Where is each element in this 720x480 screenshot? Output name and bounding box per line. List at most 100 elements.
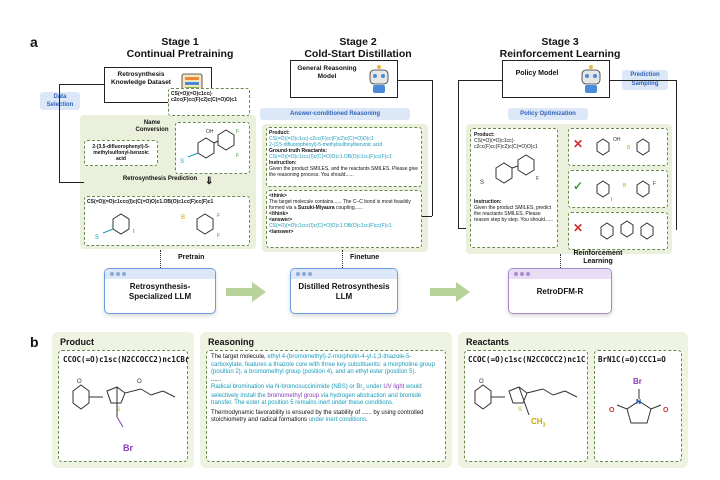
- nbs-molecule-icon: [616, 389, 662, 424]
- svg-text:F: F: [653, 181, 656, 187]
- svg-text:OH: OH: [206, 129, 214, 135]
- product-panel: Product CCOC(=O)c1sc(N2CCOCC2)nc1CBr O S…: [52, 332, 194, 468]
- svg-text:B: B: [627, 145, 631, 151]
- svg-text:S: S: [480, 180, 484, 186]
- svg-text:F: F: [217, 213, 220, 219]
- iupac-name: 2-(3,5-difluorophenyl)-5-methylsulfonyl-…: [92, 144, 150, 162]
- stage1-reactants-box: CS(=O)(=O)c1ccc(I)c(C(=O)O)c1.OB(O)c1cc(…: [84, 196, 250, 246]
- reasoning-text-2: ethyl 4-(bromomethyl)-2-morpholin-4-yl-1…: [211, 354, 435, 375]
- answer-conditioned-tag: Answer-conditioned Reasoning: [260, 108, 410, 120]
- iupac-box: 2-(3,5-difluorophenyl)-5-methylsulfonyl-…: [84, 140, 158, 166]
- svg-text:S: S: [180, 159, 184, 165]
- s2-product-name: 2-(3,5-difluorophenyl)-5-methylsulfonylb…: [269, 142, 383, 148]
- reasoning-panel: Reasoning The target molecule, ethyl 4-(…: [200, 332, 452, 468]
- product-molecule-icon: O S O: [72, 379, 176, 428]
- s3-instruction: Given the product SMILES, predict the re…: [474, 205, 554, 223]
- think-close: </think>: [269, 211, 289, 217]
- svg-text:S: S: [95, 235, 99, 241]
- s3-product-molecule-icon: S F: [480, 154, 539, 186]
- stage3-llm-label: RetroDFM-R: [536, 287, 584, 296]
- reasoning-text-6: Thermodynamic favorability is ensured by…: [211, 409, 424, 424]
- reasoning-text-4b: under: [366, 384, 382, 390]
- bromine-label: Br: [123, 443, 134, 453]
- svg-text:F: F: [536, 176, 539, 182]
- candidate-2: ✓ I B F: [568, 170, 668, 208]
- oxygen-label-left: O: [609, 407, 615, 414]
- stage2-response-box: <think> The target molecule contains....…: [266, 190, 422, 248]
- s2-instruction: Given the product SMILES, and the reacta…: [269, 166, 418, 178]
- reasoning-text-1: The target molecule,: [211, 354, 266, 360]
- reactant2-smiles: BrN1C(=O)CCC1=O: [598, 355, 666, 364]
- product-title: Product: [60, 337, 95, 347]
- reasoning-title: Reasoning: [208, 337, 255, 347]
- svg-text:I: I: [611, 197, 612, 203]
- dataset-label: Retrosynthesis Knowledge Dataset: [111, 71, 171, 86]
- stage-transition-arrow-1: [226, 280, 266, 304]
- candidate-1: ✕ OH B: [568, 128, 668, 166]
- stage1-smiles-top-box: CS(=O)(=O)c1cc(-c2cc(F)cc(F)c2)c(C(=O)O)…: [168, 88, 250, 116]
- knowledge-dataset-box: Retrosynthesis Knowledge Dataset: [104, 67, 212, 103]
- reactant1-molecule-icon: O S: [474, 379, 578, 416]
- nitrogen-label: N: [636, 399, 642, 406]
- data-selection-tag: Data Selection: [40, 92, 80, 110]
- reasoning-ellipsis: ......: [211, 376, 222, 383]
- s2-gt-label: Ground-truth Reactants:: [269, 148, 328, 154]
- reactant2-bromine: Br: [633, 377, 642, 386]
- check-icon: ✓: [573, 179, 584, 193]
- reactants-title: Reactants: [466, 337, 510, 347]
- robot-icon: [577, 64, 605, 99]
- rl-arrow: [560, 254, 561, 268]
- svg-text:B: B: [181, 215, 185, 221]
- panel-a-label: a: [30, 34, 38, 50]
- svg-text:F: F: [236, 153, 239, 159]
- stage1-llm-label: Retrosynthesis-Specialized LLM: [128, 282, 192, 301]
- s3-product-label: Product:: [474, 132, 495, 138]
- down-arrow-icon: ⇓: [205, 176, 214, 187]
- robot-icon: [365, 64, 393, 99]
- product-molecule-icon: S F F OH: [180, 129, 239, 165]
- reasoning-text-5c: via hydrogen abstraction and bromide tra…: [211, 392, 422, 407]
- cross-icon: ✕: [573, 137, 584, 151]
- svg-text:OH: OH: [613, 137, 621, 143]
- name-conversion-label: Name Conversion: [135, 120, 169, 133]
- oxygen-label-right: O: [663, 407, 669, 414]
- finetune-label: Finetune: [350, 254, 380, 261]
- stage1-llm-box: Retrosynthesis-Specialized LLM: [104, 268, 216, 314]
- cross-icon: ✕: [573, 221, 584, 235]
- reactants-molecule-icon: S I B F F: [95, 213, 220, 241]
- svg-text:O: O: [77, 379, 82, 385]
- policy-model-label: Policy Model: [515, 70, 559, 77]
- answer-open: <answer>: [269, 217, 293, 223]
- stage3-prompt-box: Product: CS(=O)(=O)c1cc(-c2cc(F)cc(F)c2)…: [470, 128, 558, 248]
- stage2-llm-box: Distilled Retrosynthesis LLM: [290, 268, 398, 314]
- pretrain-arrow: [160, 250, 161, 268]
- retro-prediction-label: Retrosynthesis Prediction: [122, 176, 198, 182]
- reactant1-smiles: CCOC(=O)c1sc(N2CCOCC2)nc1C: [468, 355, 586, 364]
- policy-optimization-tag: Policy Optimization: [508, 108, 588, 120]
- reasoning-text-6b: under inert conditions.: [308, 417, 368, 424]
- reasoning-uv-light: UV light: [383, 384, 405, 390]
- svg-text:O: O: [137, 379, 142, 385]
- reactants-panel: Reactants CCOC(=O)c1sc(N2CCOCC2)nc1C O S…: [458, 332, 688, 468]
- reasoning-bromomethyl: bromomethyl group: [267, 392, 320, 399]
- stage3-llm-box: RetroDFM-R: [508, 268, 612, 314]
- coupling-term: coupling......: [335, 205, 363, 211]
- think-open: <think>: [269, 193, 287, 199]
- svg-text:O: O: [479, 379, 484, 385]
- stage2-prompt-box: Product: CS(=O)(=O)c1cc(-c2cc(F)cc(F)c2)…: [266, 127, 422, 187]
- svg-text:S: S: [518, 407, 522, 413]
- reasoning-text-4: Radical bromination via N-bromosuccinimi…: [211, 384, 363, 390]
- general-reasoning-model-box: General Reasoning Model: [290, 60, 398, 98]
- stage1-smiles-top: CS(=O)(=O)c1cc(-c2cc(F)cc(F)c2)c(C(=O)O)…: [171, 91, 237, 103]
- svg-text:F: F: [217, 233, 220, 239]
- s3-instruction-label: Instruction:: [474, 199, 502, 205]
- policy-model-box: Policy Model: [502, 60, 610, 98]
- think-body: The target molecule contains...... The C…: [269, 199, 411, 211]
- s2-product-smiles: CS(=O)(=O)c1cc(-c2cc(F)cc(F)c2)c(C(=O)O)…: [269, 136, 374, 142]
- product-smiles: CCOC(=O)c1sc(N2CCOCC2)nc1CBr: [63, 355, 190, 364]
- stage-transition-arrow-2: [430, 280, 470, 304]
- answer-close: </answer>: [269, 229, 294, 235]
